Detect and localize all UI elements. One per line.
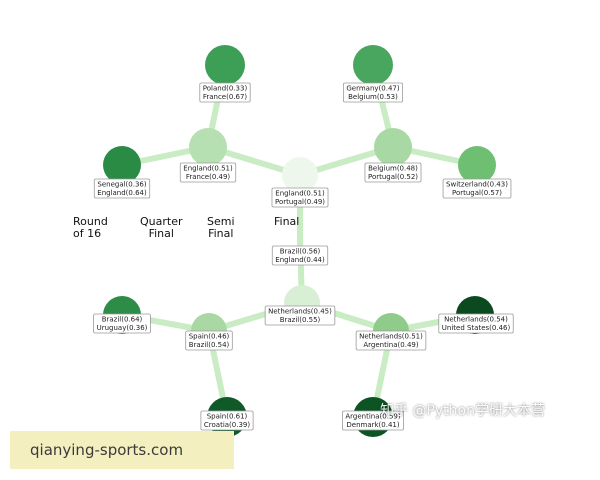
node-label-box [93,313,151,334]
node-label-line: France(0.49) [186,173,231,181]
node-label-line: Portugal(0.57) [452,189,502,197]
node-label-box [199,82,251,103]
node-label-line: England(0.44) [275,256,325,264]
node-label-box [264,305,336,326]
node-r16_4 [458,146,496,184]
node-label-line: France(0.67) [203,93,248,101]
node-label-line: England(0.64) [97,189,147,197]
stage-label-round-of-16: Round of 16 [73,215,108,240]
site-banner-text: qianying-sports.com [30,441,184,459]
node-label-box [342,82,404,103]
node-label-line: Argentina(0.49) [363,341,418,349]
node-label-line: England(0.51) [275,190,325,198]
node-label-line: Netherlands(0.51) [359,333,423,341]
node-label-line: Argentina(0.59) [345,413,400,421]
node-label-box [185,330,233,351]
node-label-qf_4: Netherlands(0.51)Argentina(0.49) [355,330,427,351]
node-r16_2 [353,45,393,85]
node-label-box [442,178,512,199]
node-label-line: Brazil(0.64) [102,316,143,324]
node-label-r16_1: Poland(0.33)France(0.67) [199,82,251,103]
node-label-r16_7: Spain(0.61)Croatia(0.39) [200,410,254,431]
stage-label-semi-final: Semi Final [207,215,235,240]
node-label-line: England(0.51) [183,165,233,173]
stage-label-quarter-final: Quarter Final [140,215,183,240]
node-label-line: Spain(0.61) [207,413,248,421]
node-label-box [179,162,237,183]
node-label-sf_1: England(0.51)Portugal(0.49) [271,187,329,208]
node-label-final: Brazil(0.56)England(0.44) [271,245,329,266]
labels-layer: Poland(0.33)France(0.67)Germany(0.47)Bel… [93,82,514,431]
node-label-box [364,162,422,183]
node-label-line: Germany(0.47) [346,85,399,93]
node-label-line: Belgium(0.53) [348,93,398,101]
watermark-text: 知乎 @Python学研大本营 [380,403,545,419]
node-label-line: Brazil(0.54) [189,341,230,349]
edges-layer [119,62,480,420]
node-label-line: Belgium(0.48) [368,165,418,173]
node-label-r16_3: Senegal(0.36)England(0.64) [93,178,151,199]
site-banner: qianying-sports.com [10,431,234,469]
node-label-r16_2: Germany(0.47)Belgium(0.53) [342,82,404,103]
node-label-line: Denmark(0.41) [346,421,399,429]
node-label-box [271,187,329,208]
node-label-box [438,313,514,334]
node-label-line: Brazil(0.55) [280,316,321,324]
node-label-line: Netherlands(0.54) [444,316,508,324]
node-label-line: Croatia(0.39) [204,421,250,429]
stage-label-final: Final [274,215,300,228]
node-label-r16_6: Netherlands(0.54)United States(0.46) [438,313,514,334]
node-label-line: Spain(0.46) [189,333,230,341]
node-label-box [355,330,427,351]
node-label-qf_3: Spain(0.46)Brazil(0.54) [185,330,233,351]
node-label-line: Brazil(0.56) [280,248,321,256]
node-label-r16_8: Argentina(0.59)Denmark(0.41) [341,410,405,431]
node-label-box [93,178,151,199]
node-label-line: Uruguay(0.36) [97,324,148,332]
node-label-line: Poland(0.33) [203,85,248,93]
node-label-box [200,410,254,431]
node-label-r16_4: Switzerland(0.43)Portugal(0.57) [442,178,512,199]
node-r16_3 [103,146,141,184]
node-sf_1 [282,157,318,193]
node-label-box [271,245,329,266]
node-qf_1 [189,128,227,166]
node-qf_2 [374,128,412,166]
node-label-line: Netherlands(0.45) [268,308,332,316]
node-label-line: United States(0.46) [442,324,511,332]
node-label-qf_2: Belgium(0.48)Portugal(0.52) [364,162,422,183]
node-label-line: Portugal(0.52) [368,173,418,181]
node-label-r16_5: Brazil(0.64)Uruguay(0.36) [93,313,151,334]
node-label-line: Switzerland(0.43) [446,181,508,189]
node-label-qf_1: England(0.51)France(0.49) [179,162,237,183]
node-label-box [341,410,405,431]
node-label-line: Portugal(0.49) [275,198,325,206]
node-label-sf_2: Netherlands(0.45)Brazil(0.55) [264,305,336,326]
node-label-line: Senegal(0.36) [97,181,146,189]
node-r16_1 [205,45,245,85]
